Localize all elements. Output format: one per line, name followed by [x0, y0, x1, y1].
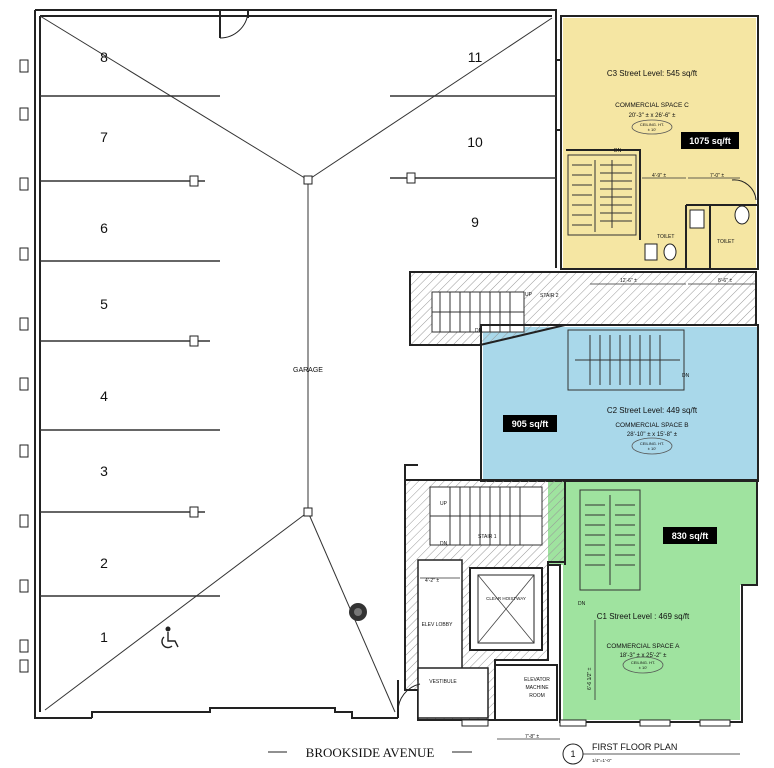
- space-c-ceiling: CEILING. HT.: [640, 122, 664, 127]
- parking-stall-lines-left: [40, 95, 556, 597]
- elev-lobby-label: ELEV LOBBY: [422, 622, 454, 628]
- ceiling-tag-c1: [622, 656, 664, 674]
- space-c-area-badge: [681, 132, 739, 149]
- toilet-label-2: TOILET: [717, 239, 734, 245]
- street-name: BROOKSIDE AVENUE: [306, 745, 435, 760]
- bottom-wall-windows: [461, 719, 731, 727]
- space-b-ceiling-height: ± 10': [648, 446, 657, 451]
- space-b-dims: 28'-10" ± x 15'-8" ±: [627, 432, 678, 438]
- space-a-stair-dn: DN: [578, 601, 586, 607]
- stall-number: 4: [100, 388, 108, 404]
- space-c-dims: 20'-3" ± x 26'-6" ±: [629, 113, 677, 119]
- stair-1-steps: [429, 486, 543, 546]
- ceiling-tag-c3: [631, 119, 673, 135]
- space-a-ceiling-height: ± 10': [639, 665, 648, 670]
- hoistway-label: CLEAR HOISTWAY: [486, 596, 526, 601]
- space-c-ceiling-height: ± 10': [648, 127, 657, 132]
- stall-number: 3: [100, 463, 108, 479]
- space-c-stair: [567, 154, 637, 236]
- space-c2-stair: [567, 329, 685, 391]
- garage-label: GARAGE: [293, 367, 323, 374]
- stair-2-label: STAIR 2: [540, 293, 559, 299]
- space-b-area-text: 905 sq/ft: [512, 419, 549, 429]
- wheelchair-icon: [161, 626, 179, 649]
- parking-numbers: 8 7 6 5 4 3 2 1 11 10 9: [100, 49, 483, 645]
- space-c-area-text: 1075 sq/ft: [689, 136, 731, 146]
- stall-number: 2: [100, 555, 108, 571]
- plan-scale: 1/4"=1'-0": [592, 758, 612, 763]
- space-c1-walls: [548, 479, 758, 723]
- space-a-ceiling: CEILING. HT.: [631, 660, 655, 665]
- space-c-dim-a: 4'-9" ±: [652, 173, 666, 179]
- stair-2-up: UP: [525, 292, 533, 298]
- vestibule-door-swing: [397, 683, 421, 713]
- garage-door-swing: [219, 11, 249, 39]
- c3-door-swing: [731, 179, 757, 201]
- floor-drains: [303, 175, 313, 517]
- space-c-dim-b: 7'-0" ±: [710, 173, 724, 179]
- stair-2-dim-a: 12'-6" ±: [620, 278, 637, 284]
- space-a-dim-side: 6'-6 1/2" ±: [587, 667, 593, 690]
- space-b-area-badge: [503, 415, 557, 432]
- garage-slope-lines: [39, 15, 553, 713]
- plan-title: FIRST FLOOR PLAN: [592, 742, 677, 752]
- space-b-title: C2 Street Level: 449 sq/ft: [607, 406, 698, 415]
- machine-room-label-1: ELEVATOR: [524, 677, 550, 683]
- stair-1-label: STAIR 1: [478, 534, 497, 540]
- stall-number: 9: [471, 214, 479, 230]
- ceiling-tag-c2: [631, 437, 673, 455]
- space-a-dims: 18'-3" ± x 25'-2" ±: [620, 653, 668, 659]
- stall-number: 7: [100, 129, 108, 145]
- vestibule-floor: [417, 667, 489, 719]
- toilet-fixtures: [644, 205, 750, 261]
- left-wall-windows: [19, 59, 29, 673]
- dimension-lines: [420, 177, 756, 740]
- machine-room-label-3: ROOM: [529, 693, 545, 699]
- stall-number: 8: [100, 49, 108, 65]
- space-c-title: C3 Street Level: 545 sq/ft: [607, 69, 698, 78]
- stall-number: 10: [467, 134, 483, 150]
- commercial-space-a-area[interactable]: [548, 480, 757, 720]
- stall-number: 6: [100, 220, 108, 236]
- space-a-title: C1 Street Level : 469 sq/ft: [597, 612, 690, 621]
- lobby-dim: 4'-2" ±: [425, 578, 439, 584]
- stall-number: 1: [100, 629, 108, 645]
- machine-room-label-2: MACHINE: [525, 685, 549, 691]
- sheet-number: 1: [570, 749, 575, 759]
- wheel-stops: [189, 172, 416, 518]
- stair-1-dn: DN: [440, 541, 448, 547]
- toilet-label-1: TOILET: [657, 234, 674, 240]
- stair-2-dim-b: 8'-6" ±: [718, 278, 732, 284]
- stall-number: 5: [100, 296, 108, 312]
- space-a-name: COMMERCIAL SPACE A: [607, 643, 681, 650]
- space-c-name: COMMERCIAL SPACE C: [615, 102, 689, 109]
- machine-room-floor: [494, 664, 558, 721]
- space-a-area-text: 830 sq/ft: [672, 531, 709, 541]
- space-b-ceiling: CEILING. HT.: [640, 441, 664, 446]
- elevator-lobby-floor: [417, 559, 463, 681]
- stair-1-up: UP: [440, 501, 448, 507]
- space-a-area-badge: [663, 527, 717, 544]
- bottom-dim: 7'-8" ±: [525, 734, 539, 740]
- space-c-walls: [560, 15, 759, 270]
- space-b-name: COMMERCIAL SPACE B: [615, 422, 688, 429]
- space-b-stair-dn: DN: [682, 373, 690, 379]
- vestibule-label: VESTIBULE: [429, 679, 457, 685]
- space-c-stair-dn: DN: [614, 148, 622, 154]
- space-c1-stair: [579, 489, 641, 591]
- stall-number: 11: [468, 49, 483, 65]
- stair-2-dn: DN: [475, 328, 483, 334]
